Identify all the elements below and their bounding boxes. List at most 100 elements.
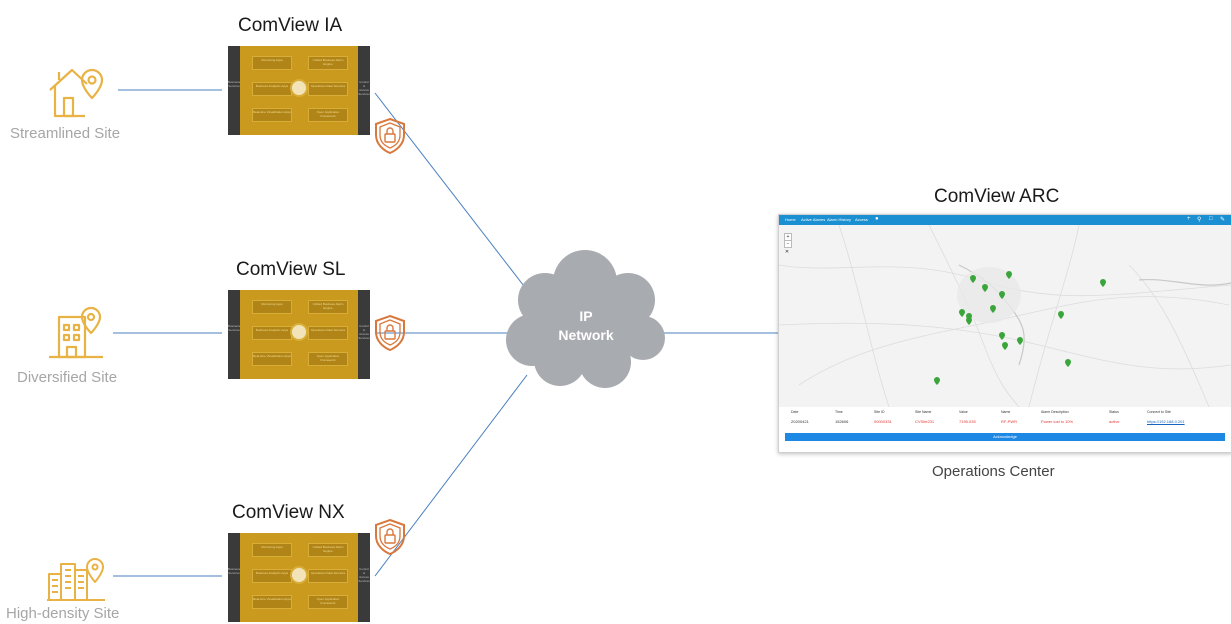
zoom-out-button[interactable]: − bbox=[784, 240, 792, 248]
device-module: Open Application Framework bbox=[308, 352, 348, 366]
arc-nav-alarm-history[interactable]: Alarm History bbox=[827, 217, 852, 222]
arc-title: ComView ARC bbox=[934, 186, 1060, 207]
device-side-left: Business Services bbox=[228, 567, 241, 575]
device-sl: Monitoring Apps Unified Business Alarm E… bbox=[228, 290, 370, 379]
user-icon[interactable]: ● bbox=[875, 216, 879, 222]
arc-nav-active-alarms[interactable]: Active Alarms bbox=[801, 217, 826, 222]
shield-lock-icon bbox=[375, 314, 405, 352]
device-module: Real-time Visualization Apps bbox=[252, 352, 292, 366]
device-module: Unified Business Alarm Engine bbox=[308, 300, 348, 314]
device-module: Unified Business Alarm Engine bbox=[308, 543, 348, 557]
plus-icon[interactable]: + bbox=[1187, 216, 1191, 222]
map-pin-icon[interactable] bbox=[999, 291, 1005, 299]
table-cell-name: RF-PWR bbox=[1001, 419, 1017, 424]
device-core-icon bbox=[290, 566, 308, 584]
house-location-icon bbox=[49, 68, 104, 118]
map-pin-icon[interactable] bbox=[1058, 311, 1064, 319]
chat-icon[interactable]: □ bbox=[1209, 216, 1213, 222]
device-side-right: Control & Access Services bbox=[358, 324, 370, 340]
device-side-left: Business Services bbox=[228, 80, 241, 88]
map-pin-icon[interactable] bbox=[999, 332, 1005, 340]
device-module: Operations Data Services bbox=[308, 82, 348, 96]
shield-lock-icon bbox=[375, 518, 405, 556]
device-module: Operations Data Services bbox=[308, 569, 348, 583]
product-title-nx: ComView NX bbox=[232, 502, 345, 523]
arc-nav-access[interactable]: Access bbox=[855, 217, 868, 222]
device-module: Business Analytics Apps bbox=[252, 82, 292, 96]
device-module: Business Analytics Apps bbox=[252, 569, 292, 583]
device-module: Operations Data Services bbox=[308, 326, 348, 340]
arc-nav-home[interactable]: Home bbox=[785, 217, 796, 222]
device-module: Monitoring Apps bbox=[252, 543, 292, 557]
map-roads bbox=[779, 225, 1231, 407]
device-core-icon bbox=[290, 79, 308, 97]
table-cell-site-id: 00000331 bbox=[874, 419, 892, 424]
map-pin-icon[interactable] bbox=[1006, 271, 1012, 279]
device-module: Unified Business Alarm Engine bbox=[308, 56, 348, 70]
column-header: Alarm Description bbox=[1041, 410, 1069, 414]
device-module: Real-time Visualization Apps bbox=[252, 108, 292, 122]
site-label-diversified: Diversified Site bbox=[17, 369, 118, 386]
device-core-icon bbox=[290, 323, 308, 341]
map-pin-icon[interactable] bbox=[959, 309, 965, 317]
city-location-icon bbox=[47, 558, 105, 601]
fullscreen-button[interactable]: ✕ bbox=[784, 249, 790, 255]
table-cell-time: 152606 bbox=[835, 419, 849, 424]
network-label-line2: Network bbox=[558, 327, 614, 343]
network-label-line1: IP bbox=[579, 308, 593, 324]
arc-map[interactable]: + − ✕ bbox=[779, 225, 1231, 407]
device-side-left: Business Services bbox=[228, 324, 241, 332]
map-pin-icon[interactable] bbox=[1065, 359, 1071, 367]
device-side-right: Control & Access Services bbox=[358, 80, 370, 96]
column-header: Site ID bbox=[874, 410, 885, 414]
device-side-right: Control & Access Services bbox=[358, 567, 370, 583]
site-label-streamlined: Streamlined Site bbox=[10, 125, 121, 142]
device-module: Real-time Visualization Apps bbox=[252, 595, 292, 609]
alarm-table: Date Time Site ID Site Name Value Name A… bbox=[779, 407, 1231, 452]
acknowledge-button[interactable]: Acknowledge bbox=[785, 433, 1225, 441]
column-header: Value bbox=[959, 410, 968, 414]
arc-screen: Home Active Alarms Alarm History Access … bbox=[778, 214, 1231, 453]
table-cell-status: active bbox=[1109, 419, 1120, 424]
table-cell-date: 20200421 bbox=[791, 419, 809, 424]
link-ia-network bbox=[374, 92, 528, 291]
device-nx: Monitoring Apps Unified Business Alarm E… bbox=[228, 533, 370, 622]
column-header: Connect to Site bbox=[1147, 410, 1171, 414]
map-pin-icon[interactable] bbox=[990, 305, 996, 313]
product-title-ia: ComView IA bbox=[238, 15, 343, 36]
column-header: Site Name bbox=[915, 410, 932, 414]
building-location-icon bbox=[49, 306, 103, 359]
column-header: Date bbox=[791, 410, 799, 414]
search-icon[interactable]: ⚲ bbox=[1197, 217, 1202, 223]
map-pin-icon[interactable] bbox=[1002, 342, 1008, 350]
map-pin-icon[interactable] bbox=[970, 275, 976, 283]
device-ia: Monitoring Apps Unified Business Alarm E… bbox=[228, 46, 370, 135]
device-module: Open Application Framework bbox=[308, 108, 348, 122]
column-header: Status bbox=[1109, 410, 1119, 414]
device-module: Monitoring Apps bbox=[252, 300, 292, 314]
arc-nav-bar: Home Active Alarms Alarm History Access … bbox=[779, 215, 1231, 225]
device-module: Business Analytics Apps bbox=[252, 326, 292, 340]
site-label-high-density: High-density Site bbox=[6, 605, 120, 622]
ip-network-cloud bbox=[506, 250, 665, 388]
column-header: Time bbox=[835, 410, 843, 414]
map-pin-icon[interactable] bbox=[966, 317, 972, 325]
link-nx-network bbox=[374, 374, 528, 577]
map-pin-icon[interactable] bbox=[1100, 279, 1106, 287]
product-title-sl: ComView SL bbox=[236, 259, 346, 280]
device-module: Monitoring Apps bbox=[252, 56, 292, 70]
table-cell-value: 7195.035 bbox=[959, 419, 976, 424]
device-module: Open Application Framework bbox=[308, 595, 348, 609]
network-label: IP Network bbox=[546, 307, 626, 345]
column-header: Name bbox=[1001, 410, 1011, 414]
shield-lock-icon bbox=[375, 117, 405, 155]
map-pin-icon[interactable] bbox=[934, 377, 940, 385]
map-pin-icon[interactable] bbox=[982, 284, 988, 292]
connect-to-site-link[interactable]: https://192.168.0.201 bbox=[1147, 419, 1185, 424]
map-pin-icon[interactable] bbox=[1017, 337, 1023, 345]
arc-caption: Operations Center bbox=[932, 463, 1055, 480]
table-cell-alarm-description: Power lost in 10% bbox=[1041, 419, 1074, 424]
table-cell-site-name: CVSite231 bbox=[915, 419, 935, 424]
edit-icon[interactable]: ✎ bbox=[1220, 217, 1226, 223]
